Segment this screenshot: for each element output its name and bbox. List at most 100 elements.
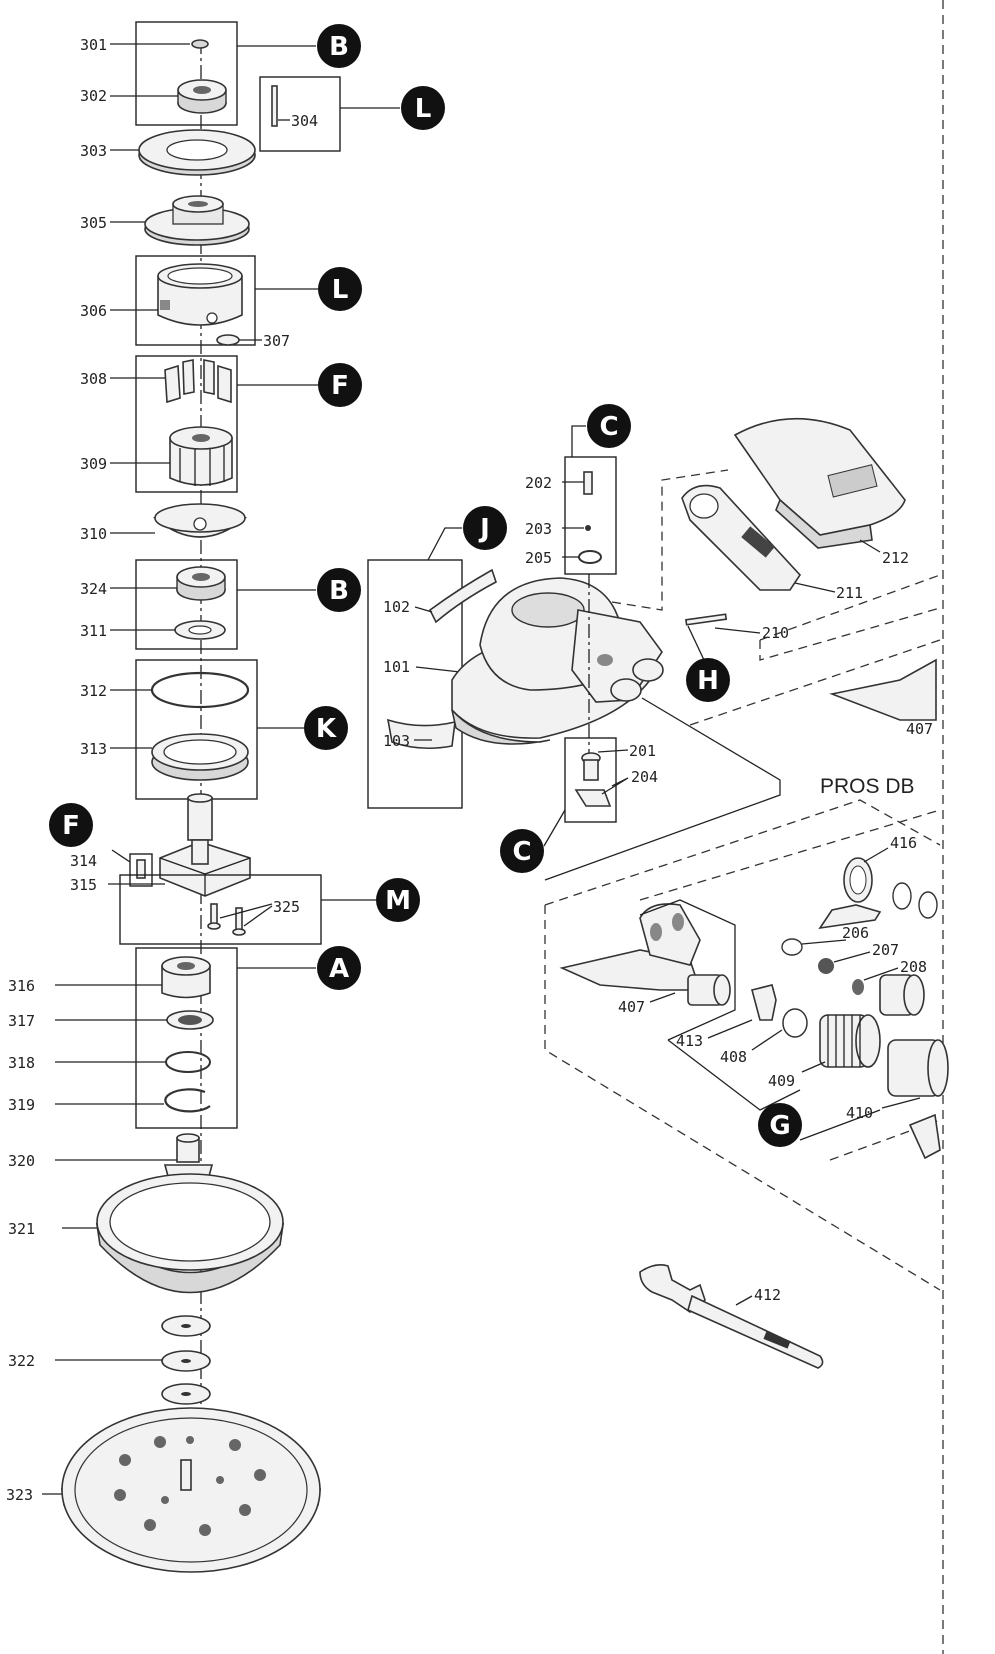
label-313: 313 [80, 740, 107, 758]
part-314-key [136, 859, 146, 879]
label-301: 301 [80, 36, 107, 54]
part-207-gear [818, 958, 834, 974]
kit-badge-g [758, 1103, 802, 1147]
kit-box-f-rotor [135, 355, 238, 493]
label-407-top: 407 [906, 720, 933, 738]
kit-badge-m [376, 878, 420, 922]
label-101: 101 [383, 658, 410, 676]
part-312-o-ring [150, 671, 250, 709]
label-317: 317 [8, 1012, 35, 1030]
kit-label-h: H [697, 666, 719, 696]
kit-box-f-key [129, 853, 153, 887]
kit-badge-l-top [401, 86, 445, 130]
kit-box-l-cylinder [135, 255, 256, 346]
part-322-washers [161, 1315, 211, 1405]
part-309-rotor [169, 437, 233, 486]
part-409-regulator-ring [819, 1014, 881, 1068]
part-413-fitting [751, 984, 777, 1021]
label-315: 315 [70, 876, 97, 894]
label-409: 409 [768, 1072, 795, 1090]
kit-label-j: J [478, 514, 490, 544]
label-310: 310 [80, 525, 107, 543]
label-316: 316 [8, 977, 35, 995]
part-208-spring [852, 979, 864, 995]
label-413: 413 [676, 1032, 703, 1050]
label-312: 312 [80, 682, 107, 700]
kit-label-b-top: B [329, 32, 349, 62]
label-303: 303 [80, 142, 107, 160]
label-322: 322 [8, 1352, 35, 1370]
label-302: 302 [80, 87, 107, 105]
part-212-cover [733, 417, 906, 536]
kit-badge-a [317, 946, 361, 990]
label-306: 306 [80, 302, 107, 320]
label-103: 103 [383, 732, 410, 750]
dashed-panel-top [759, 574, 941, 641]
kit-box-l-pin [259, 76, 341, 152]
label-205: 205 [525, 549, 552, 567]
label-324: 324 [80, 580, 107, 598]
kit-label-m: M [385, 886, 411, 916]
label-305: 305 [80, 214, 107, 232]
kit-label-g: G [769, 1111, 790, 1141]
part-318-washer [165, 1051, 211, 1073]
dashed-link-trigger [611, 469, 729, 611]
part-101-housing [451, 577, 664, 745]
kit-label-l-mid: L [332, 275, 349, 305]
label-212: 212 [882, 549, 909, 567]
label-321: 321 [8, 1220, 35, 1238]
kit-badge-c-top [587, 404, 631, 448]
kit-label-c-top: C [599, 412, 618, 442]
label-311: 311 [80, 622, 107, 640]
kit-badge-l-mid [318, 267, 362, 311]
kit-badge-f-key [49, 803, 93, 847]
kit-badge-b-mid [317, 568, 361, 612]
part-407-exhaust-bottom [559, 903, 731, 1006]
label-204: 204 [631, 768, 658, 786]
label-320: 320 [8, 1152, 35, 1170]
part-407-exhaust-top [829, 658, 937, 721]
label-314: 314 [70, 852, 97, 870]
kit-box-b-top [135, 21, 238, 126]
part-206-washer [781, 938, 803, 956]
label-206: 206 [842, 924, 869, 942]
kit-box-c-top [564, 456, 617, 575]
part-103-trim [386, 718, 456, 750]
part-203-o-ring [585, 525, 591, 531]
kit-box-a-bearing [135, 947, 238, 1129]
kit-box-b-mid [135, 559, 238, 650]
label-408: 408 [720, 1048, 747, 1066]
label-208: 208 [900, 958, 927, 976]
label-323: 323 [6, 1486, 33, 1504]
kit-badge-j [463, 506, 507, 550]
part-411-nipple [908, 1113, 941, 1160]
part-408-o-ring [782, 1008, 808, 1038]
label-203: 203 [525, 520, 552, 538]
spindle-shaft [187, 797, 213, 841]
kit-label-l-top: L [415, 94, 432, 124]
label-102: 102 [383, 598, 410, 616]
label-325: 325 [273, 898, 300, 916]
part-204-lever [574, 789, 612, 807]
kit-badge-f-rotor [318, 363, 362, 407]
label-211: 211 [836, 584, 863, 602]
kit-label-a: A [329, 954, 349, 984]
part-304-pin [271, 85, 278, 127]
label-309: 309 [80, 455, 107, 473]
label-201: 201 [629, 742, 656, 760]
kit-label-c-bottom: C [512, 837, 531, 867]
label-318: 318 [8, 1054, 35, 1072]
label-210: 210 [762, 624, 789, 642]
label-207: 207 [872, 941, 899, 959]
kit-label-f-rotor: F [331, 371, 349, 401]
part-205-seal [578, 550, 602, 564]
section-title: PROS DB [820, 775, 915, 798]
label-308: 308 [80, 370, 107, 388]
kit-box-c-bottom [564, 737, 617, 823]
label-416: 416 [890, 834, 917, 852]
dashed-panel-lower [544, 799, 941, 906]
part-308-vanes [164, 359, 232, 404]
label-412: 412 [754, 1286, 781, 1304]
label-407-bottom: 407 [618, 998, 645, 1016]
